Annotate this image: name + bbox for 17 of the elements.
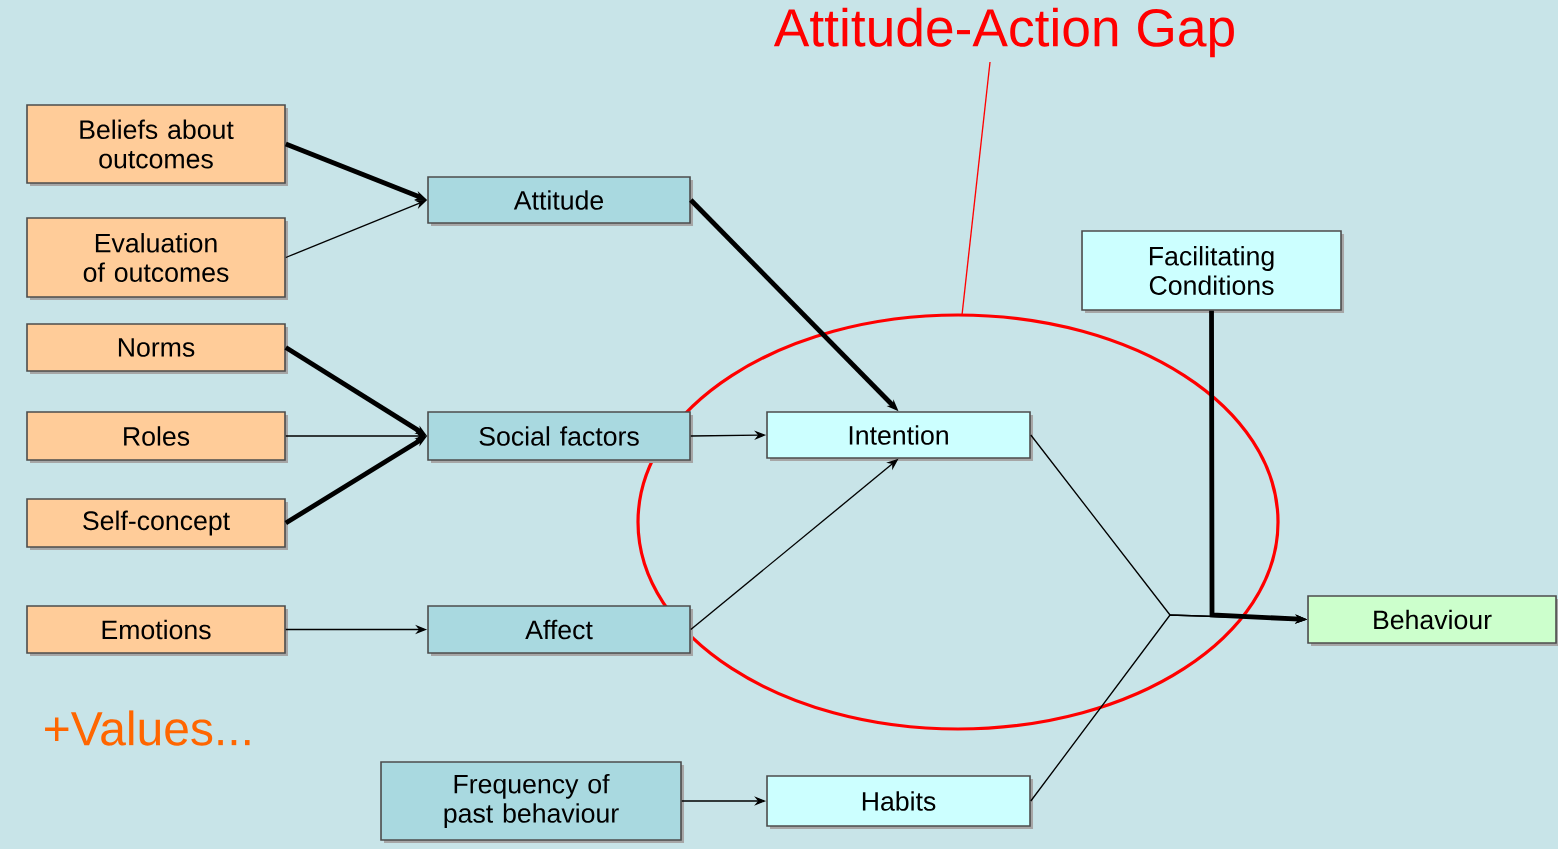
process-box: Roles (26, 411, 286, 461)
process-box: Evaluation of outcomes (26, 217, 286, 298)
process-box: Frequency of past behaviour (380, 761, 682, 841)
process-box: Intention (766, 411, 1031, 459)
process-box: Behaviour (1307, 595, 1557, 644)
process-box: Facilitating Conditions (1081, 230, 1342, 311)
process-box: Social factors (427, 411, 691, 461)
leader-line (961, 61, 991, 316)
heading-text: Attitude-Action Gap (773, 7, 1234, 58)
process-box: Beliefs about outcomes (26, 104, 286, 184)
process-box: Affect (427, 605, 691, 654)
process-box: Habits (766, 775, 1031, 827)
process-box: Norms (26, 323, 286, 372)
process-box: Emotions (26, 605, 286, 654)
process-box: Self-concept (26, 498, 286, 548)
note-text: +Values... (45, 710, 250, 746)
process-box: Attitude (427, 176, 691, 224)
